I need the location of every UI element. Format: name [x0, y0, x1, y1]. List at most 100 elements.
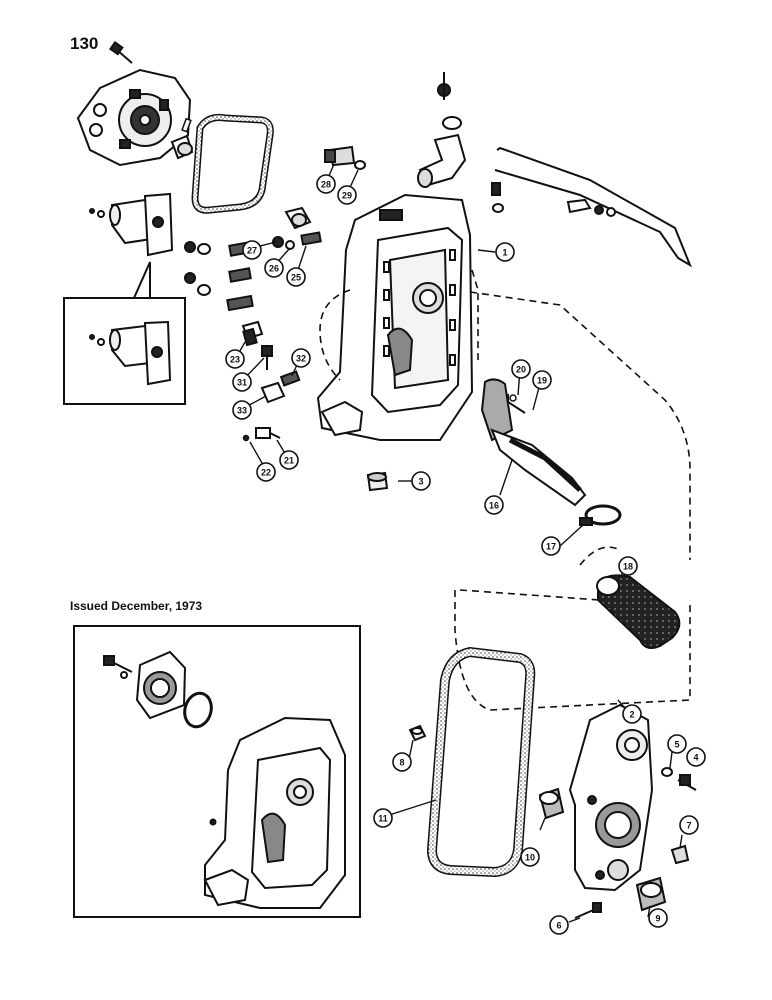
bushing-7: [670, 844, 690, 865]
callout-16: 16: [484, 495, 504, 515]
callout-label: 4: [693, 753, 698, 763]
fitting-32: [279, 370, 301, 387]
fitting-33: [260, 381, 286, 404]
callout-circle: [264, 258, 284, 278]
inset-housing-1973: [203, 716, 346, 909]
elbow-fitting-top: [417, 72, 467, 188]
callout-label: 16: [489, 501, 499, 511]
callout-circle: [411, 471, 431, 491]
callout-circle: [232, 400, 252, 420]
callout-circle: [225, 349, 245, 369]
callout-label: 9: [655, 914, 660, 924]
fitting-21: [255, 427, 281, 439]
callout-2: 2: [622, 704, 642, 724]
callout-circle: [532, 370, 552, 390]
cover-plate-2: [568, 703, 654, 892]
callout-label: 10: [525, 853, 535, 863]
callout-4: 4: [686, 747, 706, 767]
callout-circle: [392, 752, 412, 772]
callout-circle: [337, 185, 357, 205]
pump-bushing: [170, 134, 194, 160]
washer-20: [509, 394, 517, 402]
main-housing: [316, 193, 474, 441]
callout-label: 18: [623, 562, 633, 572]
callout-label: 28: [321, 180, 331, 190]
callout-6: 6: [549, 915, 569, 935]
clamp-17: [579, 504, 622, 526]
callout-27: 27: [242, 240, 262, 260]
callout-23: 23: [225, 349, 245, 369]
callout-circle: [541, 536, 561, 556]
callout-8: 8: [392, 752, 412, 772]
callout-circle: [495, 242, 515, 262]
callout-circle: [373, 808, 393, 828]
callout-circle: [520, 847, 540, 867]
callout-3: 3: [411, 471, 431, 491]
fitting-23: [241, 320, 264, 347]
callout-circle: [679, 815, 699, 835]
callout-circle: [622, 704, 642, 724]
gasket-11: [426, 646, 536, 878]
callout-label: 20: [516, 365, 526, 375]
pump-key: [181, 117, 192, 133]
fitting-31: [261, 345, 273, 370]
callout-label: 5: [674, 740, 679, 750]
callout-label: 17: [546, 542, 556, 552]
callout-circle: [667, 734, 687, 754]
callout-7: 7: [679, 815, 699, 835]
callout-33: 33: [232, 400, 252, 420]
callout-label: 22: [261, 468, 271, 478]
callout-25: 25: [286, 267, 306, 287]
callout-9: 9: [648, 908, 668, 928]
callout-label: 11: [378, 814, 388, 824]
callout-28: 28: [316, 174, 336, 194]
callout-circle: [256, 462, 276, 482]
callout-label: 31: [237, 378, 247, 388]
callout-label: 23: [230, 355, 240, 365]
callout-label: 27: [247, 246, 257, 256]
inset-seal-housing: [103, 650, 187, 720]
callout-circle: [549, 915, 569, 935]
bearing-10: [538, 787, 565, 820]
callout-label: 8: [399, 758, 404, 768]
callout-circle: [484, 495, 504, 515]
callout-group: 1234567891011161718192021222325262728293…: [225, 174, 706, 935]
page-number: 130: [70, 34, 99, 53]
nut-8: [408, 724, 427, 742]
callout-22: 22: [256, 462, 276, 482]
callout-circle: [279, 450, 299, 470]
pump-gasket: [191, 114, 274, 214]
oil-line: [491, 146, 693, 268]
callout-label: 7: [686, 821, 691, 831]
callout-20: 20: [511, 359, 531, 379]
assembly-dashed-guides: [454, 291, 691, 711]
tube-assembly-inset: [89, 320, 172, 386]
pump-assembly: [76, 68, 192, 167]
callout-17: 17: [541, 536, 561, 556]
callout-31: 31: [232, 372, 252, 392]
callout-label: 3: [418, 477, 423, 487]
callout-32: 32: [291, 348, 311, 368]
callout-19: 19: [532, 370, 552, 390]
callout-label: 33: [237, 406, 247, 416]
bearing-9: [635, 876, 667, 912]
callout-circle: [648, 908, 668, 928]
shaft-lever-16: [480, 378, 587, 507]
callout-label: 1: [502, 248, 507, 258]
callout-1: 1: [495, 242, 515, 262]
plug-3: [366, 471, 389, 492]
callout-label: 6: [556, 921, 561, 931]
callout-circle: [242, 240, 262, 260]
callout-18: 18: [618, 556, 638, 576]
tube-assembly-upper: [89, 192, 174, 257]
callout-label: 32: [296, 354, 306, 364]
callout-21: 21: [279, 450, 299, 470]
callout-circle: [316, 174, 336, 194]
callout-circle: [686, 747, 706, 767]
pump-bolt: [109, 41, 133, 64]
callout-label: 19: [537, 376, 547, 386]
callout-circle: [618, 556, 638, 576]
fitting-22: [242, 434, 250, 442]
callout-5: 5: [667, 734, 687, 754]
